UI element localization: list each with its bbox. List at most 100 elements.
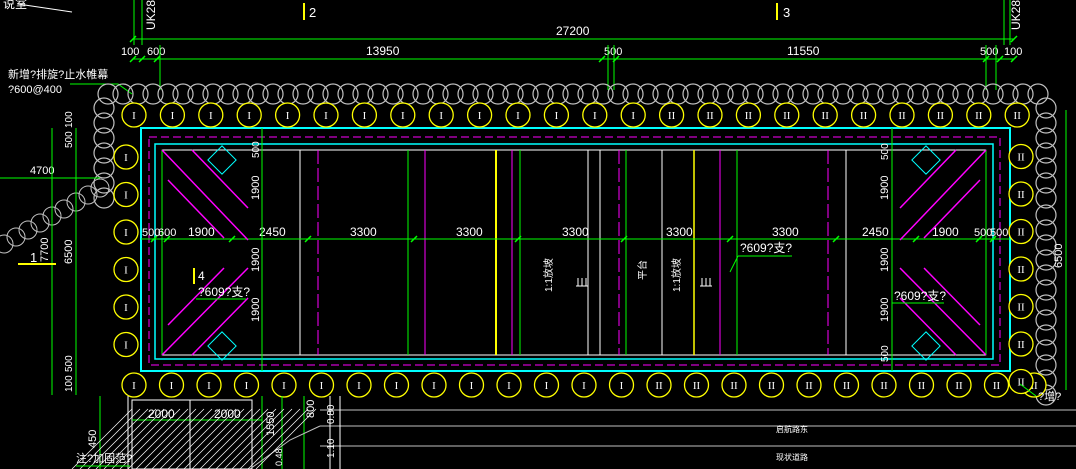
pile-label: I bbox=[582, 380, 586, 392]
pile-label: II bbox=[1017, 152, 1025, 164]
waterstop-diagonal-pile bbox=[78, 185, 98, 205]
pile-circle bbox=[390, 102, 416, 128]
dim-extension-lines bbox=[159, 45, 997, 90]
inner-dim-2450-right: 2450 bbox=[862, 225, 889, 239]
dim-left-500: 500 bbox=[64, 131, 75, 148]
bottom-800: 800 bbox=[305, 400, 317, 418]
waterstop-pile bbox=[307, 83, 329, 105]
inner-dim-3300-1: 3300 bbox=[350, 225, 377, 239]
vdim-1900-f: 1900 bbox=[879, 298, 891, 322]
waterstop-diagonal-pile bbox=[90, 178, 110, 198]
pile-label: II bbox=[730, 380, 738, 392]
waterstop-pile bbox=[1035, 309, 1057, 331]
waterstop-pile bbox=[952, 83, 974, 105]
inner-dim-1900-left: 1900 bbox=[188, 225, 215, 239]
waterstop-pile bbox=[187, 83, 209, 105]
pile-circle bbox=[658, 102, 685, 128]
pile-label: II bbox=[1017, 377, 1025, 389]
pile-circle bbox=[113, 294, 139, 320]
pile-circle bbox=[774, 102, 800, 128]
pile-label: I bbox=[516, 110, 520, 122]
pile-label: II bbox=[693, 380, 701, 392]
pile-label: I bbox=[439, 110, 443, 122]
pile-circle bbox=[271, 372, 297, 398]
waterstop-pile bbox=[652, 83, 674, 105]
vdim-1900-e: 1900 bbox=[879, 248, 891, 272]
strut-mid-leader2 bbox=[729, 255, 739, 273]
waterstop-pile bbox=[847, 83, 869, 105]
pile-circle bbox=[274, 102, 301, 128]
dim-500b: 500 bbox=[980, 46, 998, 58]
dim-total: 27200 bbox=[556, 24, 590, 38]
pile-circle bbox=[927, 102, 954, 128]
waterstop-pile bbox=[1035, 172, 1057, 194]
pile-circle bbox=[496, 372, 522, 398]
vdim-1900-a: 1900 bbox=[250, 176, 262, 200]
bottom-right-note: ?增? bbox=[1038, 389, 1061, 403]
waterstop-pile bbox=[997, 83, 1019, 105]
waterstop-pile bbox=[787, 83, 809, 105]
hatch-line bbox=[143, 408, 205, 469]
dim-11550: 11550 bbox=[787, 44, 820, 58]
pile-label: I bbox=[171, 110, 175, 122]
pile-label: I bbox=[286, 110, 290, 122]
waterstop-pile bbox=[517, 83, 539, 105]
axis-1-label: 1 bbox=[30, 250, 37, 265]
waterstop-pile-chain bbox=[93, 83, 1057, 406]
pile-label: I bbox=[207, 380, 211, 392]
vertical-mark-left: UK28 bbox=[144, 0, 158, 30]
inner-liner bbox=[161, 149, 987, 356]
waterstop-diagonal-pile bbox=[0, 234, 14, 254]
pile-label: I bbox=[132, 380, 136, 392]
pile-label: II bbox=[745, 110, 753, 122]
vdim-1900-c: 1900 bbox=[250, 298, 262, 322]
pile-circle bbox=[697, 102, 723, 128]
pile-label: II bbox=[993, 380, 1001, 392]
pile-label: I bbox=[170, 380, 174, 392]
dim-4700: 4700 bbox=[30, 165, 54, 177]
inner-dim-500: 500 bbox=[142, 227, 160, 239]
waterstop-pile bbox=[232, 83, 254, 105]
waterstop-diagonal-pile bbox=[6, 227, 26, 247]
waterstop-pile bbox=[682, 83, 704, 105]
pile-label: II bbox=[1017, 339, 1025, 351]
outer-wall bbox=[140, 127, 1011, 372]
pile-label: II bbox=[1017, 302, 1025, 314]
dim-7700: 7700 bbox=[39, 238, 51, 262]
hatch-line bbox=[223, 408, 285, 469]
hatch-line bbox=[231, 408, 293, 469]
bottom-080: 0.80 bbox=[326, 404, 337, 424]
axis-2-label: 2 bbox=[309, 5, 316, 20]
inner-dim-ticks bbox=[150, 235, 997, 243]
pile-circle bbox=[582, 102, 608, 128]
waterstop-pile bbox=[93, 97, 115, 119]
pile-circle bbox=[533, 372, 560, 398]
hatch-line bbox=[215, 408, 277, 469]
dim-6500-left: 6500 bbox=[63, 240, 75, 264]
vdim-1900-b: 1900 bbox=[250, 248, 262, 272]
pile-label: I bbox=[357, 380, 361, 392]
pile-label: I bbox=[124, 302, 128, 314]
waterstop-pile bbox=[547, 83, 569, 105]
pile-label: II bbox=[1014, 110, 1022, 122]
waterstop-diagonal-pile bbox=[18, 220, 38, 240]
dim-100b: 100 bbox=[1004, 46, 1022, 58]
pile-label: I bbox=[395, 380, 399, 392]
hatch-line bbox=[255, 408, 317, 469]
pile-circle bbox=[796, 372, 822, 398]
corner-braces bbox=[161, 145, 987, 361]
hatch-line bbox=[151, 408, 213, 469]
inner-dim-500-right2: 500 bbox=[990, 227, 1008, 239]
waterstop-pile bbox=[1035, 157, 1057, 179]
pile-label: I bbox=[401, 110, 405, 122]
vertical-mark-right: UK28 bbox=[1009, 0, 1023, 30]
pile-circle bbox=[1008, 143, 1034, 170]
waterstop-pile bbox=[1035, 249, 1057, 271]
waterstop-pile bbox=[127, 83, 149, 105]
pile-label: II bbox=[898, 110, 906, 122]
hatch-line bbox=[167, 408, 229, 469]
waterstop-pile bbox=[742, 83, 764, 105]
pile-circle bbox=[889, 102, 915, 128]
waterstop-diagonal-pile bbox=[30, 213, 50, 233]
